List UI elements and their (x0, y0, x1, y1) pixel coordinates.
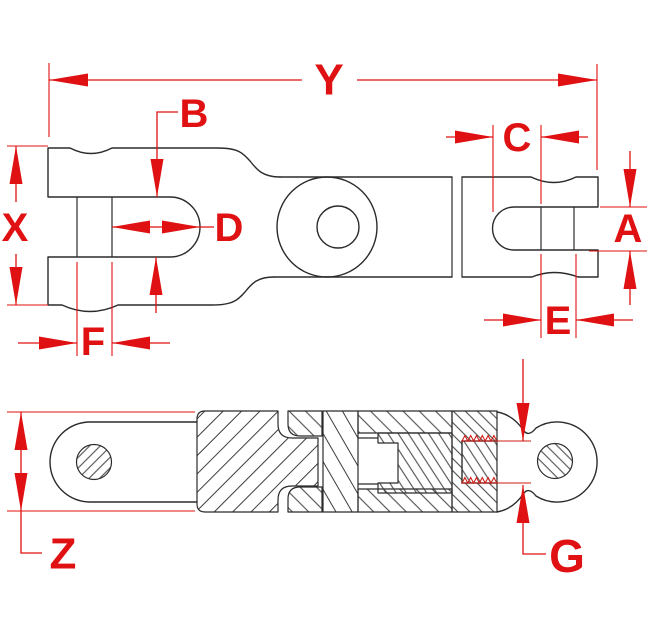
z-arrow-down (14, 473, 28, 511)
section-view: Z G (7, 359, 598, 582)
x-arrow-top (9, 146, 23, 184)
left-eye-outline (49, 421, 198, 503)
a-extension-lines (589, 206, 647, 252)
e-arrow-left (503, 313, 541, 327)
right-jaw-outline (461, 176, 599, 278)
center-shank-outline (273, 176, 463, 278)
y-extension-lines (48, 63, 598, 170)
y-arrow-left (49, 73, 88, 87)
dim-label-a: A (614, 207, 643, 251)
y-arrow-right (558, 73, 597, 87)
z-arrow-up (14, 412, 28, 450)
right-pin-hole-lines (540, 207, 575, 250)
collar-joint-lines (451, 177, 463, 277)
x-extension-lines (7, 145, 48, 306)
left-pin-hole-lines (76, 197, 113, 257)
dimension-b: B (149, 92, 209, 313)
z-dim-line (20, 412, 42, 554)
b-arrow-down (150, 159, 164, 197)
dimension-y: Y (48, 56, 598, 170)
dimension-e: E (484, 254, 633, 343)
dim-label-c: C (503, 116, 532, 160)
dimension-c: C (446, 116, 588, 212)
dimension-a: A (589, 151, 647, 305)
collar-top-section (287, 410, 323, 437)
f-arrow-left (39, 336, 77, 350)
x-arrow-bottom (9, 267, 23, 305)
d-arrow-right (162, 220, 200, 234)
swivel-lobe (276, 176, 378, 278)
a-arrow-down (623, 169, 637, 207)
c-arrow-right (541, 130, 579, 144)
g-arrow-down (516, 403, 530, 441)
thread-zigzag-top (461, 434, 498, 443)
dimension-z: Z (7, 411, 195, 579)
dimension-g: G (516, 359, 585, 582)
left-jaw-edges (47, 147, 281, 313)
left-eye-tab (49, 421, 198, 503)
g-arrow-up (516, 485, 530, 523)
thread-zigzag-bottom (461, 476, 498, 485)
dim-label-g: G (549, 530, 585, 582)
d-arrow-left (112, 220, 150, 234)
dim-label-b: B (180, 92, 209, 136)
swivel-lobe-hole (316, 205, 360, 249)
top-view: Y X B D C (2, 56, 647, 364)
right-eye-tab (496, 411, 598, 513)
stem-threaded-end-section (461, 440, 498, 484)
z-extension-lines (7, 411, 195, 512)
c-arrow-left (455, 130, 493, 144)
left-body-block-section (196, 410, 319, 513)
dimension-d: D (112, 206, 243, 250)
dim-label-z: Z (50, 530, 77, 579)
e-arrow-right (576, 313, 614, 327)
dim-label-x: X (2, 206, 29, 250)
stem-band-section (322, 410, 359, 513)
dimension-x: X (2, 145, 48, 306)
f-extension-lines (76, 262, 113, 356)
c-extension-lines (492, 125, 542, 212)
f-arrow-right (112, 336, 150, 350)
dimension-f: F (18, 262, 170, 364)
collar-bottom-section (287, 486, 323, 513)
e-extension-lines (540, 254, 577, 338)
right-eye-outline (496, 411, 598, 513)
thread-extension-lines (461, 440, 531, 484)
dim-label-d: D (215, 206, 244, 250)
right-jaw-edges (461, 176, 599, 278)
dim-label-e: E (545, 299, 572, 343)
dim-label-y: Y (314, 56, 343, 105)
cavity-lines (358, 437, 378, 485)
a-arrow-up (623, 251, 637, 289)
left-eye-hole (75, 443, 113, 481)
right-eye-hole (536, 442, 574, 480)
stem-head-section (377, 432, 453, 494)
shank-edges (273, 176, 453, 278)
thread-symbols (461, 434, 531, 485)
b-arrow-up (149, 257, 163, 295)
upper-band-section (357, 410, 453, 434)
dim-label-f: F (81, 320, 105, 364)
